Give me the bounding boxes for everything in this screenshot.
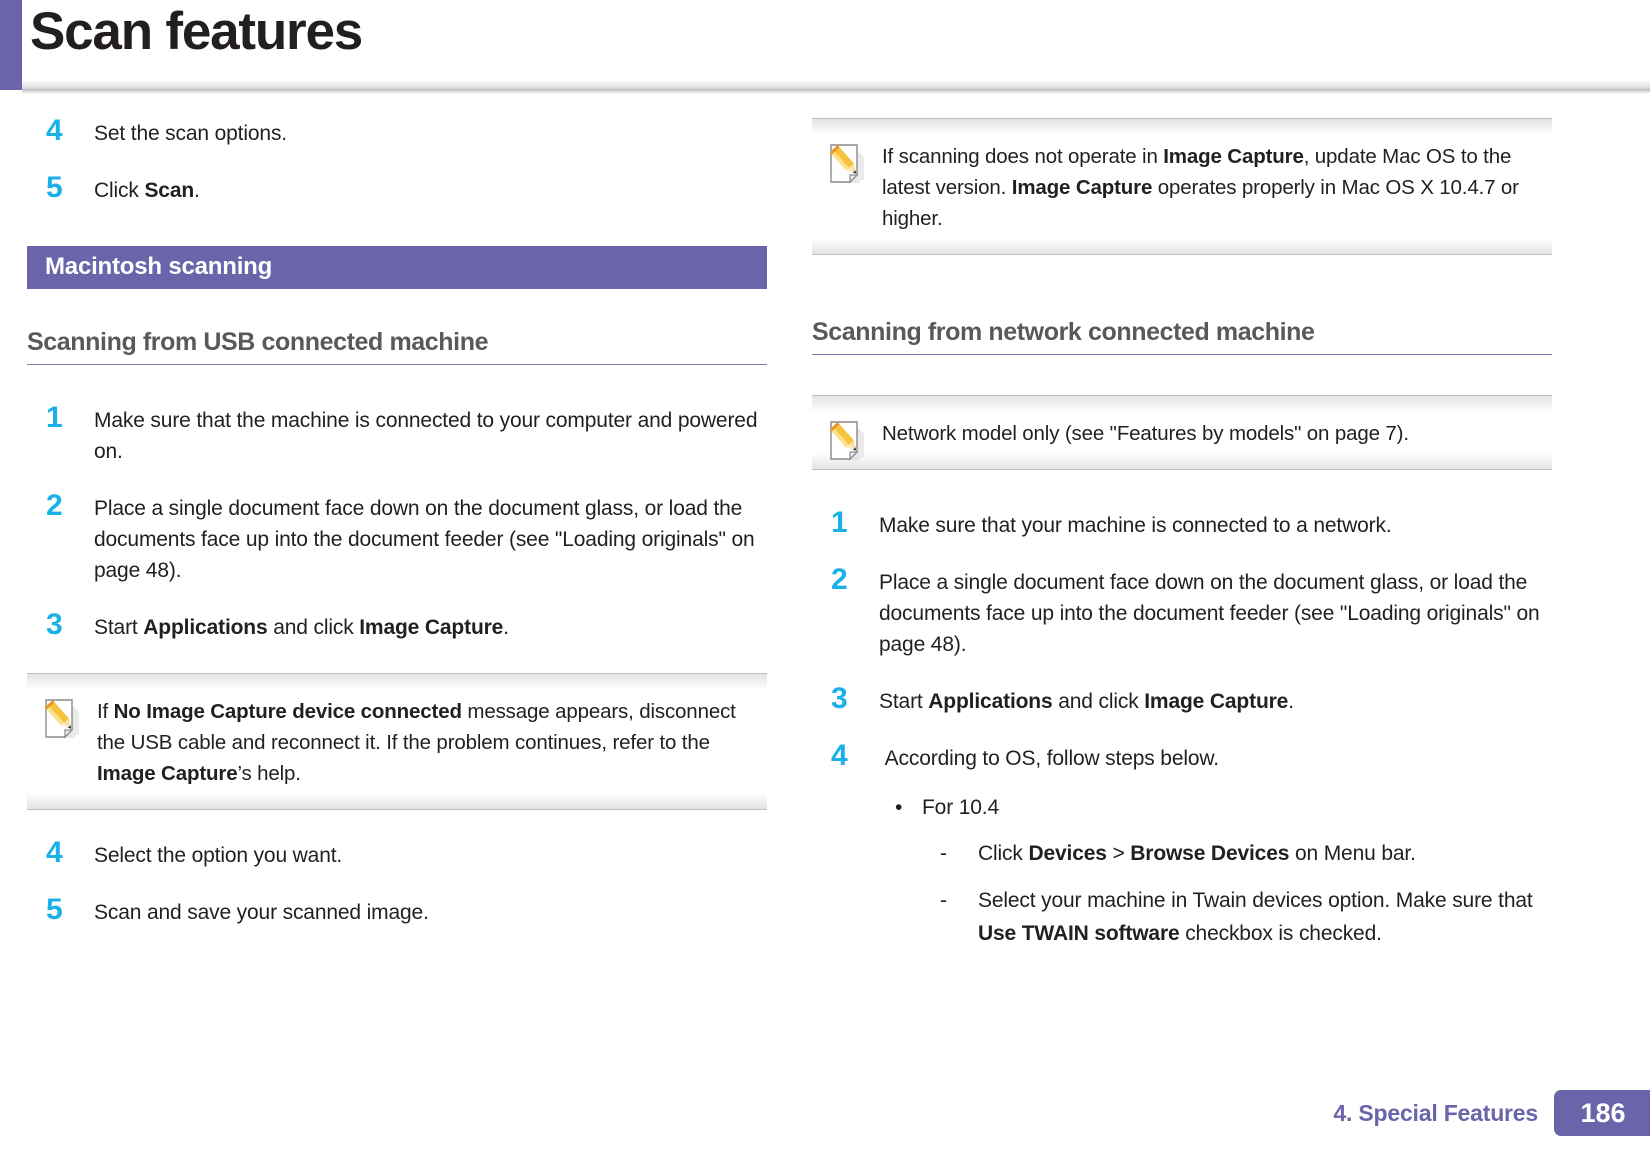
os-substep-list: - Click Devices > Browse Devices on Menu…	[922, 837, 1552, 950]
os-bullet-list: • For 10.4 - Click Devices > Browse Devi…	[879, 792, 1552, 950]
note-pencil-icon	[43, 697, 83, 739]
step-number: 4	[46, 835, 63, 869]
dash-item: - Click Devices > Browse Devices on Menu…	[922, 837, 1552, 870]
dash-text: Select your machine in Twain devices opt…	[978, 888, 1533, 945]
note-pencil-icon	[828, 142, 868, 184]
step-number: 4	[831, 738, 848, 772]
step-text: Place a single document face down on the…	[879, 570, 1540, 656]
note-box-image-capture-device: If No Image Capture device connected mes…	[27, 672, 767, 810]
step-text: Place a single document face down on the…	[94, 496, 755, 582]
step-number: 1	[46, 400, 63, 434]
step-item: 5 Scan and save your scanned image.	[27, 893, 767, 928]
step-item: 1 Make sure that the machine is connecte…	[27, 401, 767, 467]
step-item: 4 Set the scan options.	[27, 114, 767, 149]
step-number: 3	[831, 681, 848, 715]
section-band-macintosh-scanning: Macintosh scanning	[27, 246, 767, 289]
step-item: 3 Start Applications and click Image Cap…	[812, 682, 1552, 717]
step-item: 3 Start Applications and click Image Cap…	[27, 608, 767, 643]
page-header: Scan features	[0, 0, 1650, 100]
header-accent-bar	[0, 0, 22, 90]
note-text: If No Image Capture device connected mes…	[97, 699, 736, 785]
step-text: Click Scan.	[94, 179, 200, 202]
left-column: 4 Set the scan options. 5 Click Scan. Ma…	[27, 114, 767, 928]
subheading-usb-connected: Scanning from USB connected machine	[27, 328, 767, 365]
step-item: 5 Click Scan.	[27, 171, 767, 206]
step-number: 4	[46, 114, 63, 147]
subheading-network-connected: Scanning from network connected machine	[812, 318, 1552, 355]
footer-chapter-label: 4. Special Features	[1333, 1099, 1538, 1126]
header-divider	[22, 80, 1650, 94]
note-text: Network model only (see "Features by mod…	[882, 421, 1409, 445]
dash-marker: -	[940, 888, 947, 912]
step-text: Scan and save your scanned image.	[94, 900, 429, 924]
page-title: Scan features	[30, 2, 363, 61]
step-number: 2	[831, 562, 848, 596]
step-number: 2	[46, 488, 63, 522]
step-item: 2 Place a single document face down on t…	[27, 489, 767, 586]
step-text: Make sure that your machine is connected…	[879, 513, 1392, 537]
step-text: Set the scan options.	[94, 122, 287, 145]
footer-page-number: 186	[1554, 1090, 1650, 1136]
dash-item: - Select your machine in Twain devices o…	[922, 884, 1552, 950]
step-item: 2 Place a single document face down on t…	[812, 563, 1552, 660]
step-item: 1 Make sure that your machine is connect…	[812, 506, 1552, 541]
note-pencil-icon	[828, 419, 868, 461]
step-text: Start Applications and click Image Captu…	[94, 615, 509, 639]
note-box-image-capture-update: If scanning does not operate in Image Ca…	[812, 118, 1552, 255]
dash-text: Click Devices > Browse Devices on Menu b…	[978, 841, 1416, 865]
step-number: 5	[46, 171, 63, 204]
step-text: According to OS, follow steps below.	[879, 746, 1219, 770]
step-text: Make sure that the machine is connected …	[94, 408, 758, 463]
step-item: 4 According to OS, follow steps below. •…	[812, 739, 1552, 950]
bullet-marker: •	[895, 795, 903, 819]
bullet-text: For 10.4	[922, 795, 1000, 819]
note-text: If scanning does not operate in Image Ca…	[882, 145, 1519, 230]
note-box-network-model-only: Network model only (see "Features by mod…	[812, 394, 1552, 470]
right-network-steps: 1 Make sure that your machine is connect…	[812, 506, 1552, 950]
step-text: Select the option you want.	[94, 843, 343, 867]
left-steps-after-note: 4 Select the option you want. 5 Scan and…	[27, 836, 767, 928]
step-number: 3	[46, 607, 63, 641]
dash-marker: -	[940, 841, 947, 865]
step-text: Start Applications and click Image Captu…	[879, 689, 1294, 713]
right-column: If scanning does not operate in Image Ca…	[812, 118, 1552, 966]
page-footer: 4. Special Features 186	[1333, 1090, 1650, 1136]
step-number: 1	[831, 505, 848, 539]
left-top-steps: 4 Set the scan options. 5 Click Scan.	[27, 114, 767, 206]
step-number: 5	[46, 892, 63, 926]
step-item: 4 Select the option you want.	[27, 836, 767, 871]
left-usb-steps: 1 Make sure that the machine is connecte…	[27, 401, 767, 643]
bullet-item: • For 10.4 - Click Devices > Browse Devi…	[879, 792, 1552, 950]
